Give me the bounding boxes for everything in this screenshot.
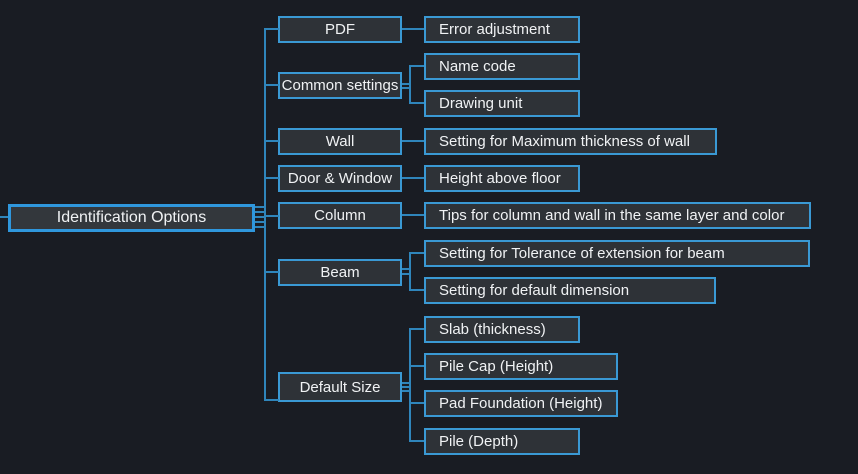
- node-name-code[interactable]: Name code: [424, 53, 580, 80]
- connector-line: [402, 83, 411, 85]
- connector-line: [410, 328, 424, 330]
- connector-line: [265, 399, 279, 401]
- connector-line: [402, 214, 424, 216]
- node-beam-tolerance[interactable]: Setting for Tolerance of extension for b…: [424, 240, 810, 267]
- node-pdf[interactable]: PDF: [278, 16, 402, 43]
- connector-line: [255, 211, 265, 213]
- node-default-size[interactable]: Default Size: [278, 372, 402, 402]
- node-height-above-floor[interactable]: Height above floor: [424, 165, 580, 192]
- node-slab-thickness[interactable]: Slab (thickness): [424, 316, 580, 343]
- connector-line: [402, 28, 424, 30]
- node-beam[interactable]: Beam: [278, 259, 402, 286]
- connector-line: [265, 84, 279, 86]
- connector-line: [410, 289, 424, 291]
- connector-line: [255, 221, 265, 223]
- connector-line: [410, 402, 424, 404]
- node-error-adjustment[interactable]: Error adjustment: [424, 16, 580, 43]
- node-pile-cap-height[interactable]: Pile Cap (Height): [424, 353, 618, 380]
- connector-line: [409, 328, 411, 442]
- connector-line: [255, 226, 265, 228]
- connector-line: [410, 102, 424, 104]
- connector-line: [265, 177, 279, 179]
- connector-line: [265, 271, 279, 273]
- connector-line: [402, 268, 411, 270]
- connector-line: [410, 440, 424, 442]
- node-column-tips[interactable]: Tips for column and wall in the same lay…: [424, 202, 811, 229]
- node-beam-default-dimension[interactable]: Setting for default dimension: [424, 277, 716, 304]
- node-door-window[interactable]: Door & Window: [278, 165, 402, 192]
- connector-line: [264, 28, 266, 401]
- node-common-settings[interactable]: Common settings: [278, 72, 402, 99]
- connector-line: [0, 216, 8, 218]
- connector-line: [409, 65, 411, 104]
- node-pad-foundation-height[interactable]: Pad Foundation (Height): [424, 390, 618, 417]
- connector-line: [402, 140, 424, 142]
- connector-line: [265, 140, 279, 142]
- connector-line: [265, 215, 279, 217]
- connector-line: [402, 87, 411, 89]
- connector-line: [402, 273, 411, 275]
- connector-line: [402, 177, 424, 179]
- connector-line: [402, 382, 411, 384]
- node-drawing-unit[interactable]: Drawing unit: [424, 90, 580, 117]
- node-column[interactable]: Column: [278, 202, 402, 229]
- connector-line: [255, 206, 265, 208]
- connector-line: [265, 28, 279, 30]
- connector-line: [409, 252, 411, 291]
- node-pile-depth[interactable]: Pile (Depth): [424, 428, 580, 455]
- connector-line: [410, 365, 424, 367]
- connector-line: [255, 216, 265, 218]
- node-root[interactable]: Identification Options: [8, 204, 255, 232]
- connector-line: [402, 390, 411, 392]
- connector-line: [410, 252, 424, 254]
- connector-line: [402, 386, 411, 388]
- node-max-wall-thickness[interactable]: Setting for Maximum thickness of wall: [424, 128, 717, 155]
- connector-line: [410, 65, 424, 67]
- node-wall[interactable]: Wall: [278, 128, 402, 155]
